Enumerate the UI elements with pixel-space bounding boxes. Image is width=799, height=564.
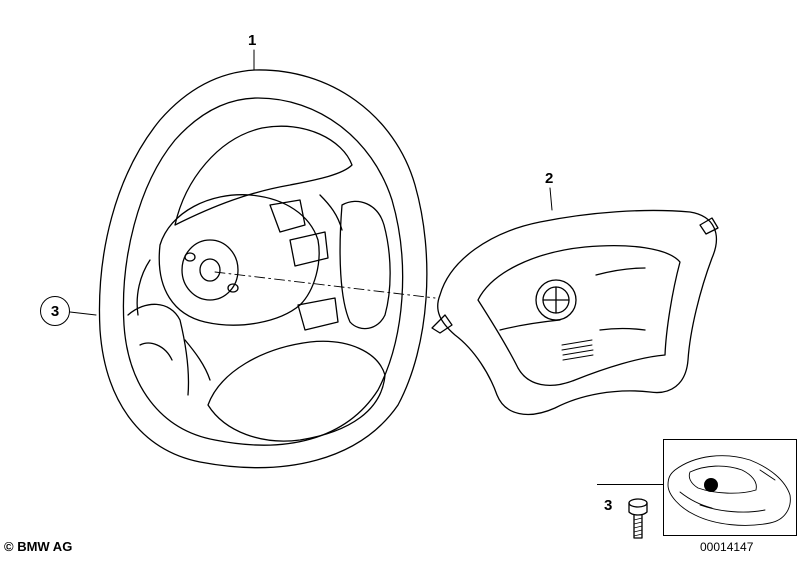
car-details <box>679 469 776 513</box>
car-roof <box>688 465 757 494</box>
bolt-head-top <box>628 498 648 508</box>
airbag-seam <box>499 267 646 331</box>
leader-3 <box>69 311 97 316</box>
hub-pin-bottom <box>227 283 239 293</box>
steering-wheel-rim-outer <box>98 69 428 469</box>
hub-pin-top <box>184 252 196 262</box>
diagram-id: 00014147 <box>700 540 754 554</box>
hub-housing <box>158 194 320 326</box>
location-hotspot <box>704 478 718 492</box>
bmw-logo-quarters <box>542 286 570 314</box>
callout-1: 1 <box>248 32 257 49</box>
airbag-tab-left <box>431 314 453 334</box>
airbag-module <box>431 209 719 416</box>
right-opening <box>339 200 391 330</box>
bolt-thread <box>633 517 643 537</box>
callout-2: 2 <box>545 170 554 187</box>
airbag-outline <box>437 209 717 416</box>
leader-2 <box>549 187 553 211</box>
car-silhouette <box>667 455 791 526</box>
steering-wheel-rim-inner <box>122 97 404 446</box>
spoke-detail <box>136 194 343 381</box>
left-spoke <box>127 303 190 396</box>
bolt-head <box>628 502 648 516</box>
hub-boss <box>181 239 239 301</box>
right-spoke <box>269 199 339 331</box>
airbag-lettering <box>561 339 594 361</box>
callout-3-circled: 3 <box>40 296 70 326</box>
axis-line <box>214 271 436 299</box>
airbag-tab-right <box>699 217 719 235</box>
bolt <box>628 498 648 539</box>
lower-opening <box>207 340 386 442</box>
hub-center <box>199 258 221 282</box>
copyright: © BMW AG <box>4 539 73 554</box>
callout-3-inset: 3 <box>604 497 613 514</box>
airbag-inner-panel <box>477 245 681 386</box>
upper-opening <box>174 125 353 226</box>
bolt-shank <box>633 514 643 539</box>
steering-wheel <box>98 69 436 469</box>
vehicle-location-inset <box>663 439 797 536</box>
inset-divider <box>597 484 663 485</box>
car-body <box>667 455 791 526</box>
